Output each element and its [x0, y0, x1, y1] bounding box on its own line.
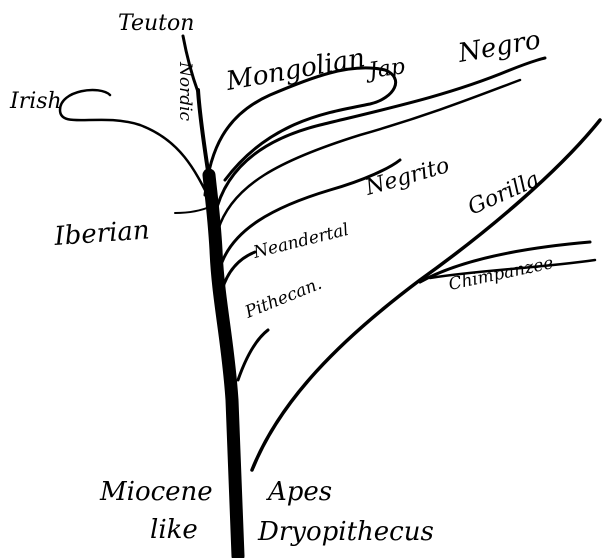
nordic-label: Nordic	[175, 61, 195, 122]
iberian-label: Iberian	[52, 215, 150, 252]
like-label: like	[150, 515, 198, 545]
neandertal-label: Neandertal	[250, 220, 350, 263]
pithecan-label: Pithecan.	[241, 274, 324, 323]
mongolian-label: Mongolian	[223, 43, 367, 97]
miocene-label: Miocene	[99, 477, 213, 507]
trunk-upper-branch	[198, 90, 209, 178]
dryopithecus-label: Dryopithecus	[257, 517, 434, 547]
trunk-branch	[209, 175, 238, 556]
jap-label: Jap	[363, 54, 406, 84]
apes-label: Apes	[266, 477, 332, 507]
teuton-label: Teuton	[118, 11, 194, 36]
chimpanzee-label: Chimpanzee	[447, 253, 555, 295]
irish-label: Irish	[9, 89, 62, 114]
gorilla-label: Gorilla	[464, 167, 543, 221]
pithecan-branch	[238, 330, 268, 380]
neandertal-branch	[222, 252, 255, 290]
negrito-label: Negrito	[362, 153, 453, 201]
